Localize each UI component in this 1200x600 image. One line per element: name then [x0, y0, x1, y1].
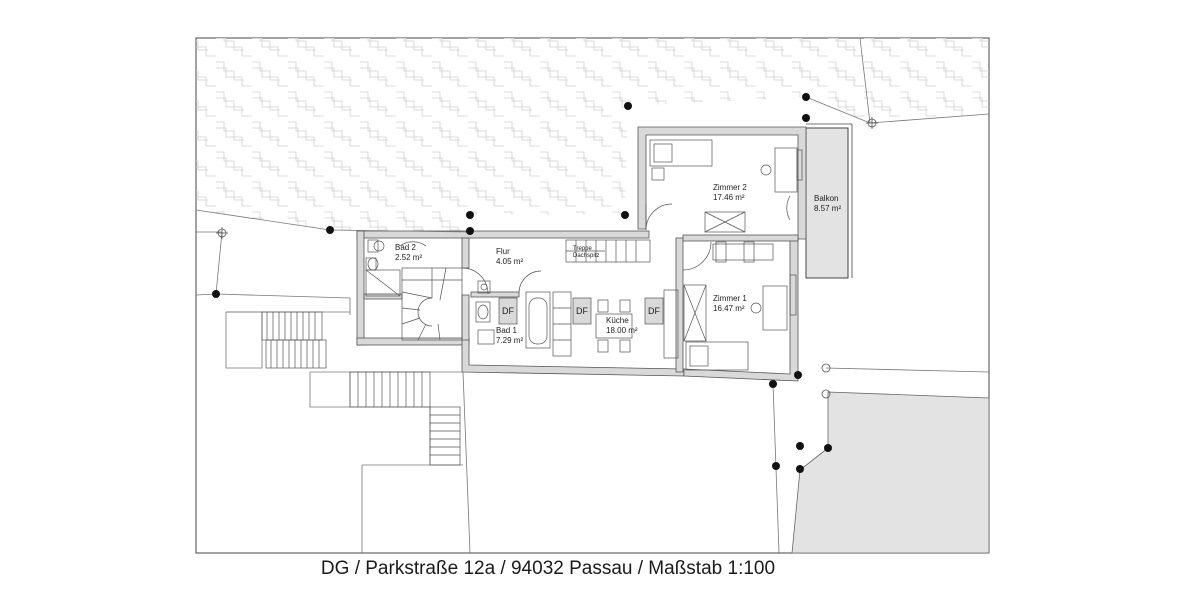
bathroom-fixtures — [365, 239, 551, 349]
room-name-bad1: Bad 1 — [496, 326, 517, 335]
room-area-bad1: 7.29 m² — [496, 336, 523, 345]
exterior-stairs — [261, 311, 461, 466]
furniture-zimmer2 — [649, 139, 803, 233]
stair-label-line1: Treppe — [573, 246, 592, 252]
room-name-zimmer2: Zimmer 2 — [713, 183, 747, 192]
interior-stair — [401, 267, 463, 341]
skylight-label-1: DF — [502, 306, 514, 316]
room-area-zimmer1: 16.47 m² — [713, 304, 745, 313]
stair-label-line2: Dachspitz — [573, 253, 599, 259]
skylights: DF DF DF — [498, 297, 664, 325]
door-swings — [399, 195, 791, 295]
plan-caption: DG / Parkstraße 12a / 94032 Passau / Maß… — [320, 558, 776, 579]
attic-stair — [565, 239, 651, 263]
roof-area — [196, 38, 989, 232]
furniture-kueche — [552, 289, 679, 359]
room-name-kueche: Küche — [606, 316, 629, 325]
room-labels: Bad 2 2.52 m² Flur 4.05 m² Bad 1 7.29 m²… — [395, 183, 841, 345]
room-name-balkon: Balkon — [814, 194, 838, 203]
room-area-bad2: 2.52 m² — [395, 253, 422, 262]
room-name-flur: Flur — [496, 247, 510, 256]
room-area-kueche: 18.00 m² — [606, 326, 638, 335]
room-area-balkon: 8.57 m² — [814, 204, 841, 213]
room-area-flur: 4.05 m² — [496, 257, 523, 266]
boundary-points — [212, 93, 832, 473]
room-name-bad2: Bad 2 — [395, 243, 416, 252]
skylight-label-3: DF — [648, 306, 660, 316]
balcony — [805, 123, 853, 279]
room-area-zimmer2: 17.46 m² — [713, 193, 745, 202]
room-name-zimmer1: Zimmer 1 — [713, 294, 747, 303]
furniture-zimmer1 — [683, 241, 797, 371]
survey-markers — [216, 117, 878, 399]
skylight-label-2: DF — [576, 306, 588, 316]
